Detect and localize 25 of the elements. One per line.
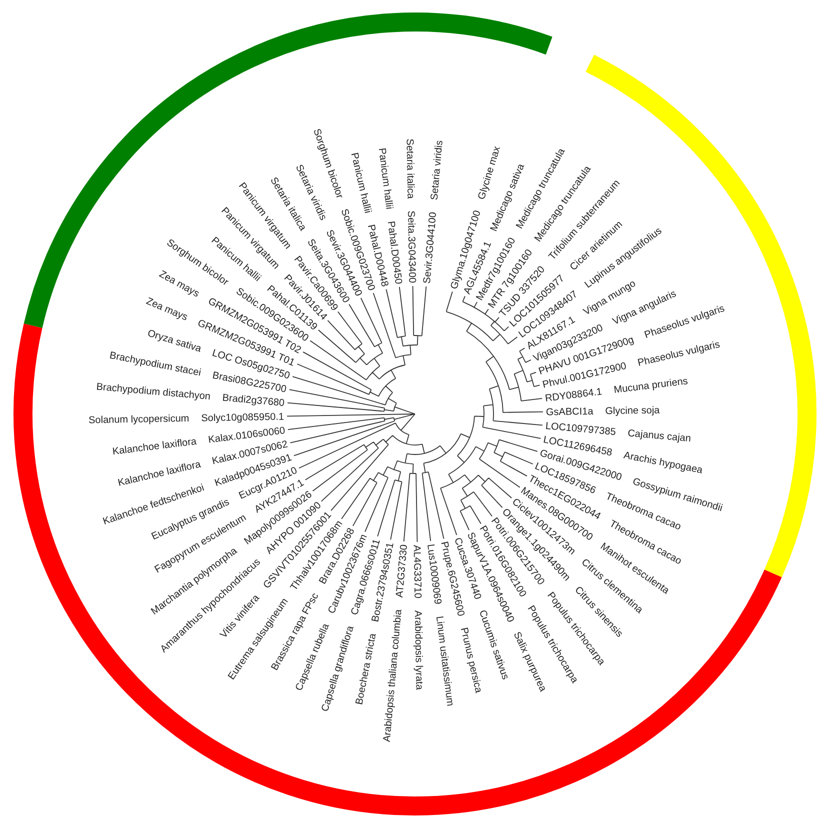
species-name: Cajanus cajan	[627, 428, 692, 445]
species-name: Panicum hallii	[376, 147, 394, 210]
species-name: Setaria viridis	[429, 140, 446, 201]
species-name: Prunus persica	[458, 626, 484, 694]
species-name: Arabidopsis lyrata	[412, 610, 424, 690]
gene-id: Lus10009069	[424, 543, 443, 605]
gene-id: Bradi2g37680	[222, 392, 285, 410]
species-name: Linum usitatissimum	[433, 616, 456, 707]
gene-id: Seita.3G043400	[404, 210, 418, 284]
gene-id: AL4G33710	[410, 544, 423, 598]
species-name: Phaseolus vulgaris	[636, 339, 722, 369]
species-name: Boechera stricta	[354, 632, 379, 706]
species-name: Arachis hypogaea	[622, 450, 704, 476]
species-name: Setaria italica	[404, 138, 416, 199]
gene-id: AT2G37330	[394, 544, 410, 598]
gene-id: RDY08864.1	[544, 386, 603, 404]
species-name: Brachypodium distachyon	[96, 382, 211, 403]
gene-id: Sevir.3G044100	[422, 212, 440, 284]
gene-id: GsABCI1a	[546, 406, 594, 418]
gene-id: Solyc10g085950.1	[201, 412, 284, 424]
species-name: Oryza sativa	[146, 328, 202, 355]
species-name: Kalanchoe laxiflora	[112, 436, 198, 458]
species-name: Glycine soja	[605, 405, 660, 418]
species-name: Solanum lycopersicum	[88, 413, 190, 426]
species-name: Arabidopsis thaliana columbia	[382, 609, 404, 742]
